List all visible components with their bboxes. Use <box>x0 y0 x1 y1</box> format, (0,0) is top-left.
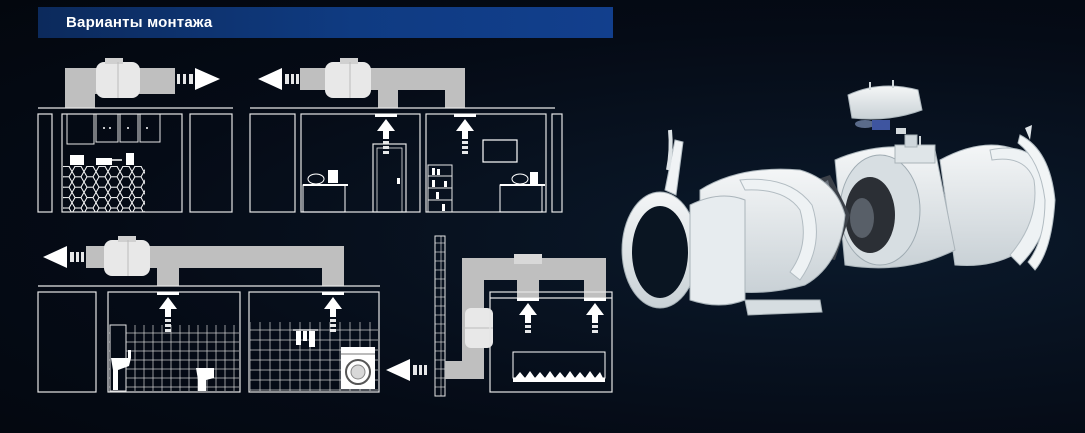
kitchen-cabinets <box>95 113 161 143</box>
shelf-icon <box>427 164 453 213</box>
wall-right <box>551 113 563 213</box>
airflow-arrow-icon <box>375 114 397 154</box>
duct-horizontal <box>86 246 344 268</box>
wall-right <box>189 113 233 213</box>
outer-wall <box>434 235 446 397</box>
airflow-arrow-icon <box>43 246 84 268</box>
stove-pots <box>70 153 134 165</box>
duct-tee <box>514 254 542 264</box>
audience-seats <box>512 351 606 382</box>
room-hall <box>489 291 613 393</box>
airflow-arrow-icon <box>584 298 606 333</box>
room-laundry <box>248 291 380 393</box>
desk-icon <box>302 170 348 213</box>
page-title: Варианты монтажа <box>66 14 213 31</box>
tile-backsplash <box>63 166 145 212</box>
room-office-1 <box>300 113 421 213</box>
wall-left <box>37 291 97 393</box>
airflow-arrow-icon <box>177 68 220 90</box>
casing-right <box>939 125 1056 271</box>
duct-branch-1 <box>517 258 539 298</box>
panel-office <box>249 58 563 213</box>
duct-fan-icon <box>96 58 140 98</box>
wall-left <box>249 113 296 213</box>
washing-machine-icon <box>341 347 375 389</box>
duct-branch-2 <box>322 246 344 286</box>
exploded-fan-icon <box>621 80 1056 316</box>
panel-ceiling <box>386 235 613 397</box>
airflow-arrow-icon <box>157 292 179 332</box>
sink-icon <box>109 324 131 392</box>
duct-fan-icon <box>104 236 150 276</box>
door-icon <box>372 143 407 213</box>
wall-picture <box>482 139 518 163</box>
title-bar: Варианты монтажа <box>38 7 613 38</box>
airflow-arrow-icon <box>517 298 539 333</box>
panel-kitchen <box>37 58 233 213</box>
desk-icon <box>499 172 545 213</box>
room-office-2 <box>425 113 547 213</box>
kitchen-hood-icon <box>66 113 95 145</box>
wall-left <box>37 113 53 213</box>
airflow-arrow-icon <box>386 359 427 381</box>
airflow-arrow-icon <box>258 68 299 90</box>
duct-branch-1 <box>157 246 179 286</box>
towel-icon <box>293 329 318 347</box>
panel-bathroom <box>37 236 380 393</box>
duct-branch-1 <box>378 68 398 108</box>
toilet-icon <box>196 368 214 391</box>
motor-housing <box>834 134 956 269</box>
duct-branch-2 <box>584 258 606 298</box>
airflow-arrow-icon <box>454 114 476 154</box>
duct-fan-icon <box>325 58 371 98</box>
duct-fan-icon <box>465 308 493 348</box>
airflow-arrow-icon <box>322 292 344 332</box>
front-ring <box>621 129 746 309</box>
duct-branch-2 <box>445 68 465 108</box>
screws <box>869 80 921 146</box>
motor-cover <box>847 85 923 134</box>
